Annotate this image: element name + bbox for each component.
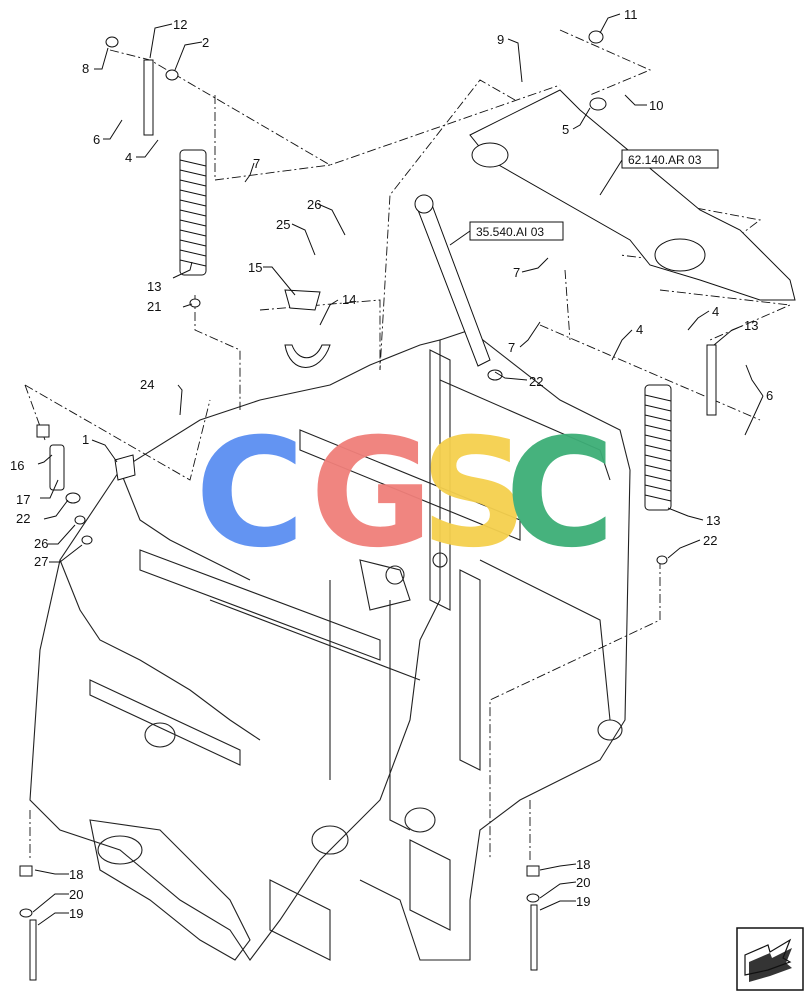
callout-10: 10 [649,98,663,113]
callout-6a: 6 [93,132,100,147]
callout-11: 11 [624,7,638,22]
watermark-letter-2: G [310,407,433,581]
callout-27: 27 [34,554,48,569]
watermark-letter-1: C [195,407,305,581]
callout-3: 12 [173,17,187,32]
rocker-arm [469,89,796,301]
callout-labels: 12 2 8 6 4 7 9 11 10 5 26 25 15 14 13 21… [10,7,773,921]
callout-23: 24 [140,377,154,392]
callout-20b: 20 [576,875,590,890]
callout-4a: 4 [125,150,132,165]
spring-right [644,384,672,511]
callout-19b: 19 [576,894,590,909]
callout-15: 15 [248,260,262,275]
callout-9: 9 [497,32,504,47]
callout-22b: 22 [529,374,543,389]
callout-4c: 4 [712,304,719,319]
link-12 [706,344,717,416]
parts [19,30,796,981]
callout-22a: 22 [16,511,30,526]
callout-21b: 22 [703,533,717,548]
callout-1: 1 [82,432,89,447]
spring-left [179,149,207,276]
watermark-letter-3: S [420,407,528,581]
callout-7a: 7 [253,156,260,171]
baler-frame [29,329,631,961]
watermark-letter-4: C [505,407,615,581]
callout-4b: 4 [636,322,643,337]
link-3 [143,59,154,136]
ref-label-cylinder: 35.540.AI 03 [476,225,544,239]
callout-14: 14 [342,292,356,307]
next-page-arrow-icon[interactable] [736,927,804,991]
ref-box-cylinder[interactable]: 35.540.AI 03 [469,221,564,241]
callout-26: 26 [34,536,48,551]
callout-17: 17 [16,492,30,507]
callout-13a: 13 [147,279,161,294]
callout-25: 26 [307,197,321,212]
leader-lines [32,13,764,926]
callout-16: 16 [10,458,24,473]
callout-19a: 19 [69,906,83,921]
callout-12: 13 [744,318,758,333]
reference-boxes: 62.140.AR 03 35.540.AI 03 [449,149,719,246]
callout-13b: 13 [706,513,720,528]
callout-21a: 21 [147,299,161,314]
ref-label-rocker: 62.140.AR 03 [628,153,702,167]
callout-2: 2 [202,35,209,50]
callout-7c: 7 [508,340,515,355]
callout-18a: 18 [69,867,83,882]
callout-5: 5 [562,122,569,137]
callout-8: 8 [82,61,89,76]
callout-6b: 6 [766,388,773,403]
callout-18b: 18 [576,857,590,872]
watermark: C G S C [195,407,615,581]
callout-24: 25 [276,217,290,232]
callout-7b: 7 [513,265,520,280]
ref-box-rocker[interactable]: 62.140.AR 03 [621,149,719,169]
callout-20a: 20 [69,887,83,902]
